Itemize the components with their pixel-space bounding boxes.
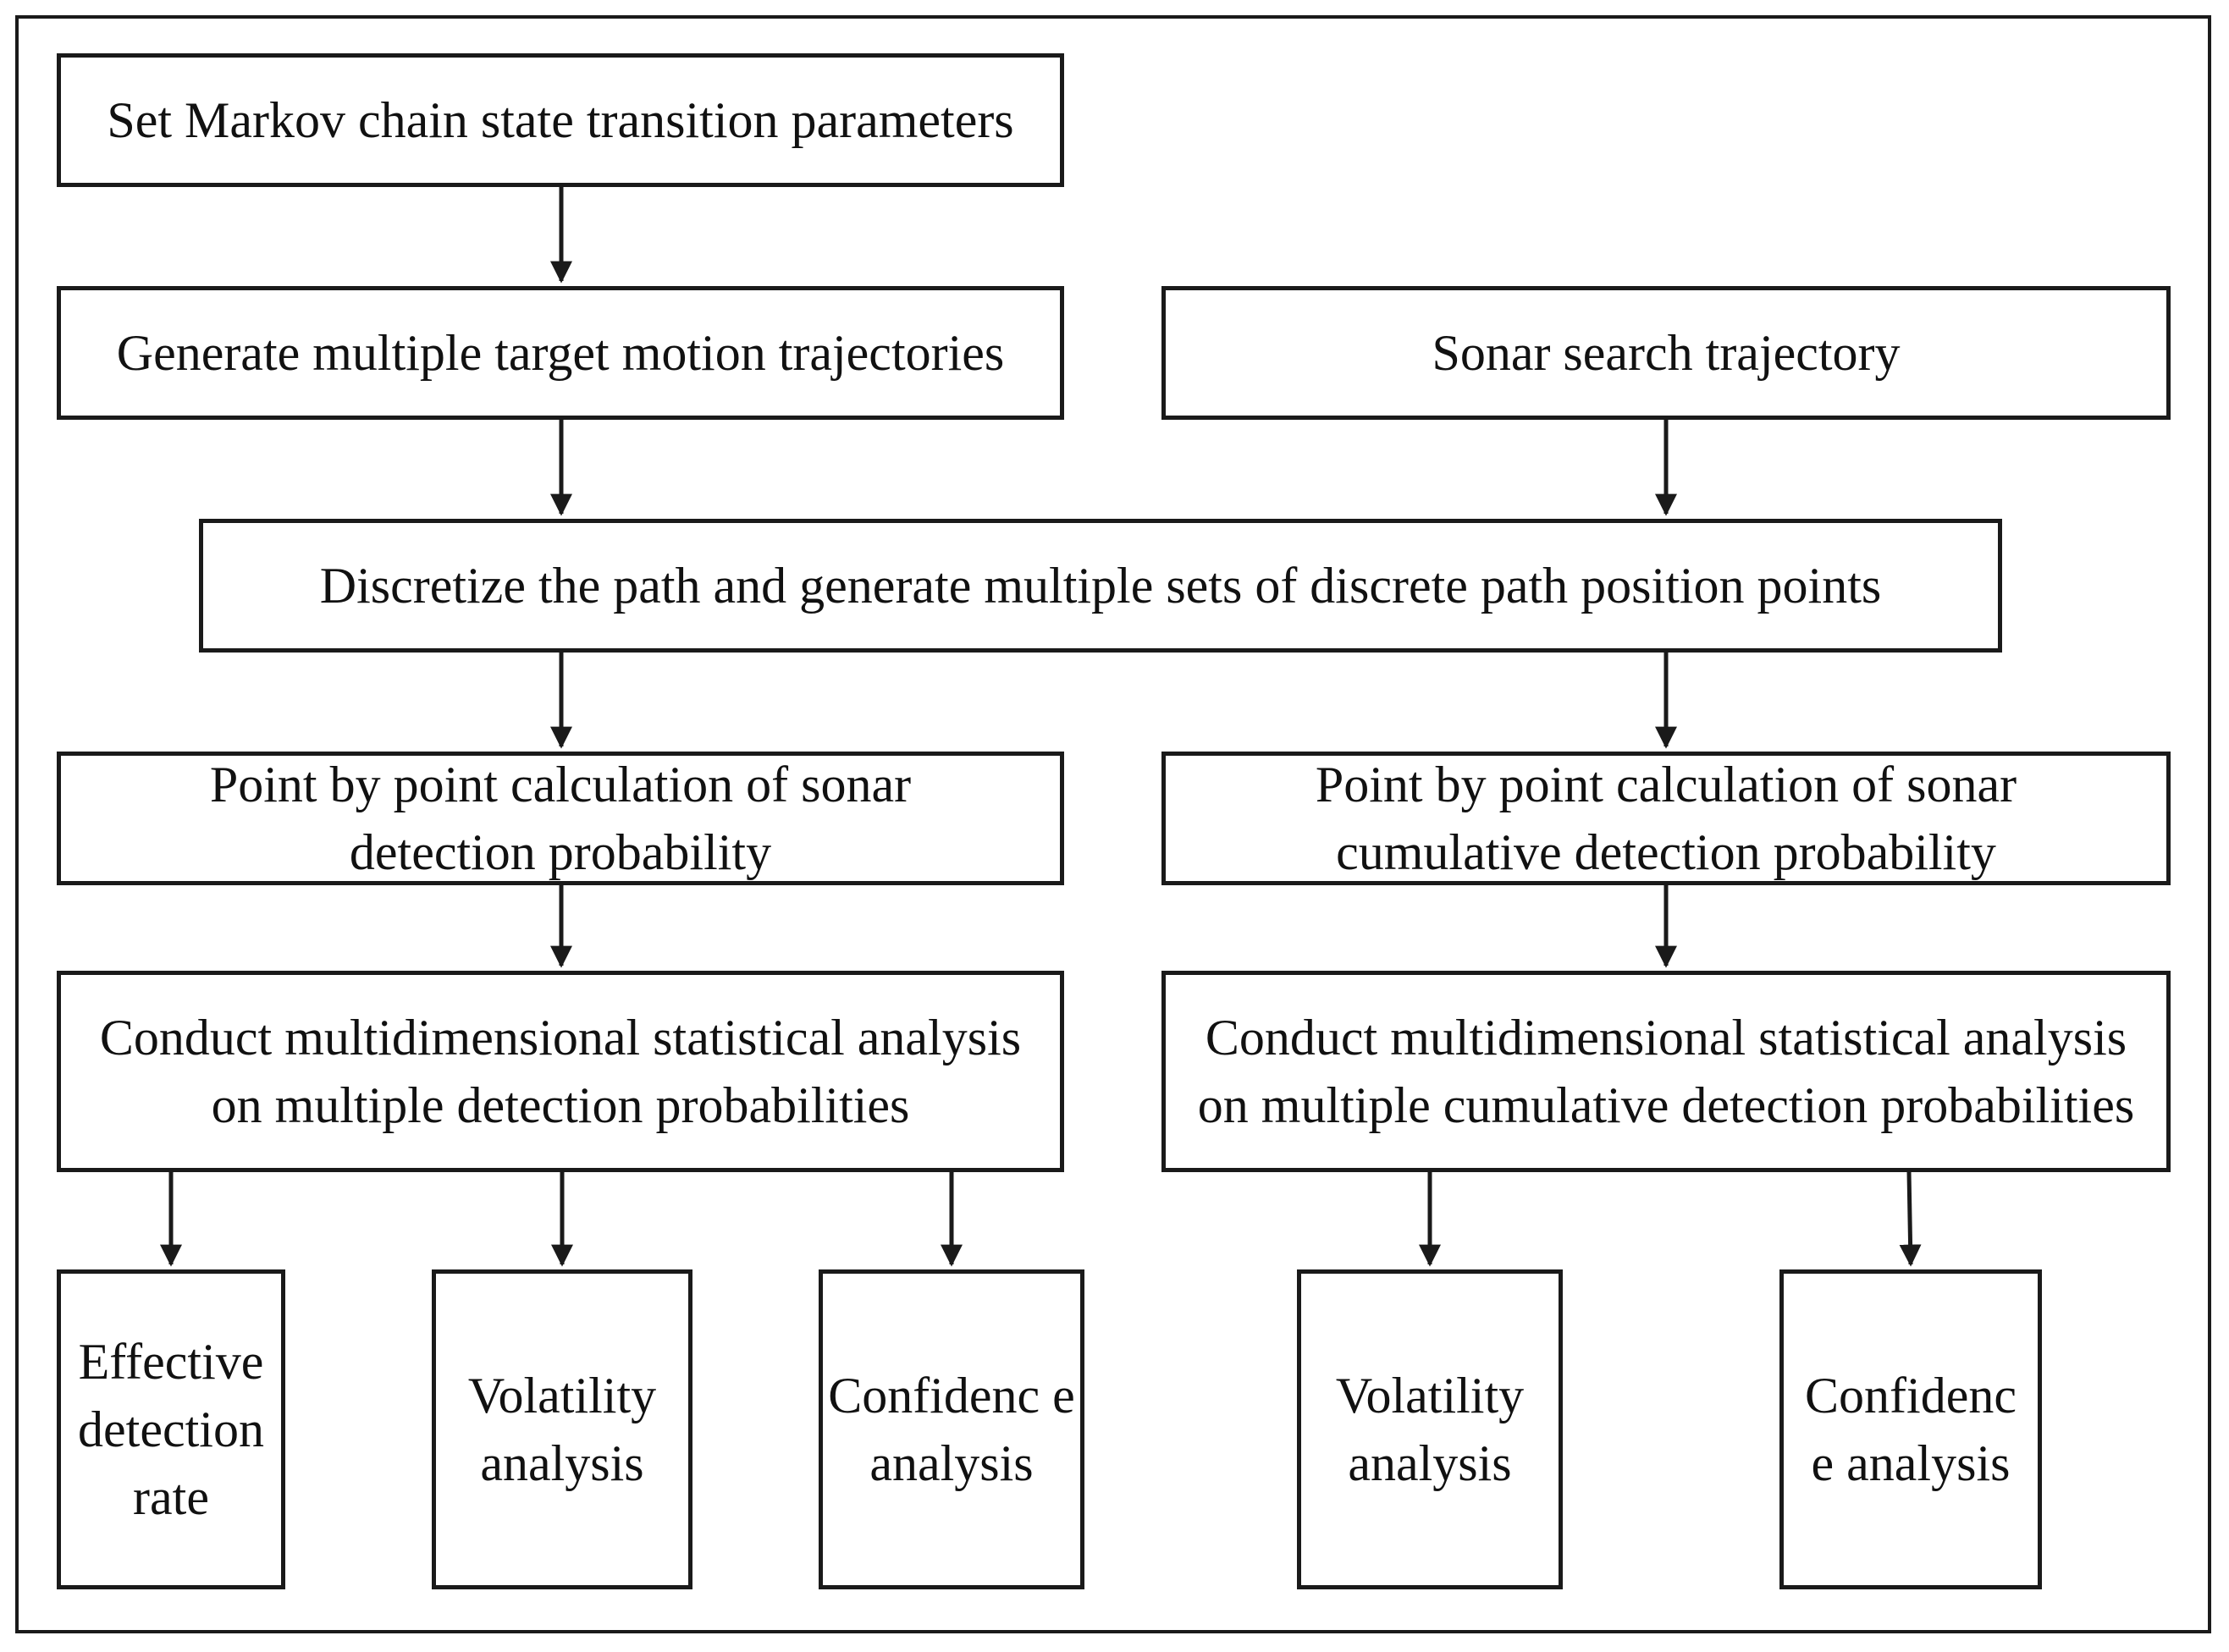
node-confidence-analysis-left: Confidenc e analysis xyxy=(819,1269,1084,1589)
node-label: Confidenc e analysis xyxy=(1805,1368,2017,1491)
node-label: Conduct multidimensional statistical ana… xyxy=(99,1010,1022,1133)
node-effective-detection-rate: Effective detection rate xyxy=(57,1269,285,1589)
node-analysis-detection: Conduct multidimensional statistical ana… xyxy=(57,971,1064,1172)
node-label: Sonar search trajectory xyxy=(1432,325,1901,381)
node-calc-cumulative-probability: Point by point calculation of sonar cumu… xyxy=(1161,752,2171,885)
node-label: Effective detection rate xyxy=(78,1334,264,1525)
node-label: Volatility analysis xyxy=(467,1368,657,1491)
node-generate-target-trajectories: Generate multiple target motion trajecto… xyxy=(57,286,1064,420)
node-label: Discretize the path and generate multipl… xyxy=(319,558,1882,614)
node-sonar-search-trajectory: Sonar search trajectory xyxy=(1161,286,2171,420)
node-analysis-cumulative: Conduct multidimensional statistical ana… xyxy=(1161,971,2171,1172)
node-calc-detection-probability: Point by point calculation of sonar dete… xyxy=(57,752,1064,885)
node-label: Set Markov chain state transition parame… xyxy=(107,92,1014,148)
diagram-border xyxy=(15,15,2211,1633)
arrow-analysis-cumulative-to-confidence-right xyxy=(1899,1171,1922,1267)
node-label: Confidenc e analysis xyxy=(828,1368,1075,1491)
node-label: Volatility analysis xyxy=(1335,1368,1525,1491)
node-volatility-analysis-left: Volatility analysis xyxy=(432,1269,692,1589)
node-set-markov-parameters: Set Markov chain state transition parame… xyxy=(57,53,1064,187)
node-label: Point by point calculation of sonar dete… xyxy=(209,757,912,880)
node-volatility-analysis-right: Volatility analysis xyxy=(1297,1269,1563,1589)
node-label: Point by point calculation of sonar cumu… xyxy=(1315,757,2017,880)
node-label: Generate multiple target motion trajecto… xyxy=(116,325,1005,381)
node-label: Conduct multidimensional statistical ana… xyxy=(1197,1010,2135,1133)
node-discretize-path: Discretize the path and generate multipl… xyxy=(199,519,2002,653)
node-confidence-analysis-right: Confidenc e analysis xyxy=(1779,1269,2042,1589)
